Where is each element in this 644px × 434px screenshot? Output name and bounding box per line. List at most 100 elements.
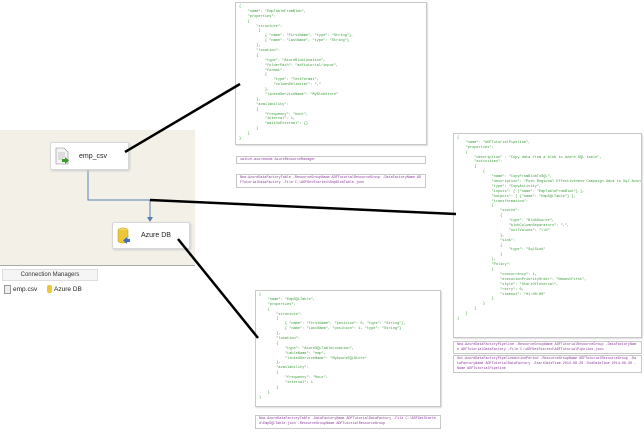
code-line: }, [239, 88, 270, 93]
code-line: } [457, 312, 468, 317]
code-line: [ [259, 317, 279, 322]
code-line: "transformation": [457, 199, 529, 204]
code-line: } [457, 297, 494, 302]
code-line: "blobColumnSeparators": ",", [457, 224, 570, 229]
code-line: { "name": "FirstName", "position": 0, "t… [259, 322, 406, 327]
code-line: "timeout": "01:00:00" [457, 292, 546, 297]
code-line: } [457, 253, 503, 258]
code-line: { [457, 243, 503, 248]
code-line: "folderPath": "adftutorial/input", [239, 63, 339, 68]
code-line: "frequency": "Hour", [259, 376, 329, 381]
code-line: } [259, 395, 262, 400]
code-line: "name": "EmpSQLTable", [259, 297, 316, 302]
code-line: { [259, 371, 279, 376]
connection-emp-csv[interactable]: emp.csv [4, 285, 37, 294]
data-flow-path [87, 168, 153, 222]
connector-dest-to-sql-json [177, 238, 259, 339]
code-line: } [239, 137, 242, 142]
code-line: "executionPriorityOrder": "NewestFirst", [457, 277, 587, 282]
connection-managers-panel: Connection Managers emp.csv Azure DB [0, 265, 195, 301]
database-destination-icon [117, 227, 131, 245]
code-line: ], [259, 332, 281, 337]
code-line: { "name": "LastName", "type": "String"} [239, 39, 349, 44]
code-line: }, [239, 97, 261, 102]
code-line: "location": [259, 337, 300, 342]
blob-table-json: { "name": "EmpTableFromBlob", "propertie… [235, 2, 427, 145]
code-line: { [239, 73, 268, 78]
connector-path-to-pipeline-json [149, 198, 457, 216]
code-line: ] [457, 307, 477, 312]
code-line: }, [259, 361, 281, 366]
code-line: "interval": 1 [259, 381, 313, 386]
code-line: "interval": 1, [239, 117, 296, 122]
code-line: "outputs": [ {"name": "EmpSQLTable"} ], [457, 194, 576, 199]
code-line: "description" : "Copy data from a blob t… [457, 155, 602, 160]
flat-file-source-emp-csv[interactable]: emp_csv [50, 142, 129, 170]
pipeline-json: { "name": "ADFTutorialPipeline", "proper… [453, 133, 642, 338]
sql-table-json: { "name": "EmpSQLTable", "properties": {… [255, 290, 441, 407]
code-line: "type": "BlobSource", [457, 219, 555, 224]
connection-managers-tab[interactable]: Connection Managers [2, 269, 98, 281]
code-line: "frequency": "hour", [239, 112, 309, 117]
code-line: { "name": "FirstName", "type": "String"}… [239, 34, 354, 39]
code-line: { [457, 136, 460, 140]
create-sql-table-command: New-AzureDataFactoryTable -DataFactoryNa… [255, 415, 441, 429]
code-line: }, [457, 233, 505, 238]
code-line: { [239, 5, 242, 9]
code-line: } [259, 385, 279, 390]
data-flow-canvas: emp_csv Azure DB [0, 130, 195, 265]
code-line: [ [239, 29, 261, 34]
code-line: "format": [239, 68, 285, 73]
code-line: { [457, 204, 494, 209]
code-line: { [457, 170, 486, 175]
code-line: "type": "AzureBlobLocation", [239, 58, 326, 63]
source-node-label: emp_csv [79, 152, 108, 160]
code-line: "linkedServiceName": "MyBlobStore" [239, 93, 339, 98]
code-line: } [239, 127, 259, 132]
code-line: "waitOnExternal": {} [239, 122, 309, 127]
connection-label: emp.csv [13, 286, 38, 293]
code-line: { [259, 293, 262, 297]
ole-db-destination-azure-db[interactable]: Azure DB [112, 222, 190, 249]
code-line: "nullValues": "\\N" [457, 228, 550, 233]
code-line: { [457, 150, 468, 155]
code-line: "tableName": "emp", [259, 351, 326, 356]
flat-file-source-icon [55, 147, 69, 165]
code-line: } [239, 132, 250, 137]
code-line: "linkedServiceName": "MyAzureSQLStore" [259, 356, 367, 361]
create-blob-table-command: New-AzureDataFactoryTable -ResourceGroup… [236, 174, 426, 188]
code-line: { [239, 107, 259, 112]
code-line: "properties": [457, 145, 494, 150]
code-line: { [457, 214, 503, 219]
code-line: "type": "CopyActivity", [457, 184, 542, 189]
code-line: "name": "ADFTutorialPipeline", [457, 140, 531, 145]
code-line: "description": "Push Regional Effectiven… [457, 180, 642, 185]
code-line: "name": "EmpTableFromBlob", [239, 9, 306, 14]
code-line: { [457, 268, 494, 273]
code-line: { [239, 53, 259, 58]
connection-label: Azure DB [54, 285, 82, 293]
code-line: ], [239, 44, 261, 49]
code-line: "properties": [259, 302, 296, 307]
code-line: } [259, 390, 270, 395]
code-line: "properties": [239, 14, 276, 19]
switch-mode-command: switch-azuremode AzureResourceManager [236, 156, 426, 164]
code-line: "availability": [239, 102, 289, 107]
code-line: "Policy": [457, 263, 511, 268]
code-line: "concurrency": 1, [457, 272, 537, 277]
code-line: } [457, 302, 486, 307]
code-line: { [239, 19, 250, 24]
connector-source-to-blob-json [124, 82, 241, 154]
connection-azure-db[interactable]: Azure DB [47, 285, 82, 293]
flat-file-connection-icon [4, 285, 11, 294]
code-line: "name": "CopyFromBlobToSQL", [457, 175, 552, 180]
code-line: }, [457, 258, 496, 263]
code-line: { [259, 341, 279, 346]
code-line: "activities": [457, 160, 503, 165]
code-line: { "name": "LastName", "position": 1, "ty… [259, 327, 402, 332]
code-line: [ [457, 165, 477, 170]
code-line: "structure": [259, 312, 303, 317]
code-line: } [457, 316, 460, 321]
code-line: "source": [457, 209, 520, 214]
